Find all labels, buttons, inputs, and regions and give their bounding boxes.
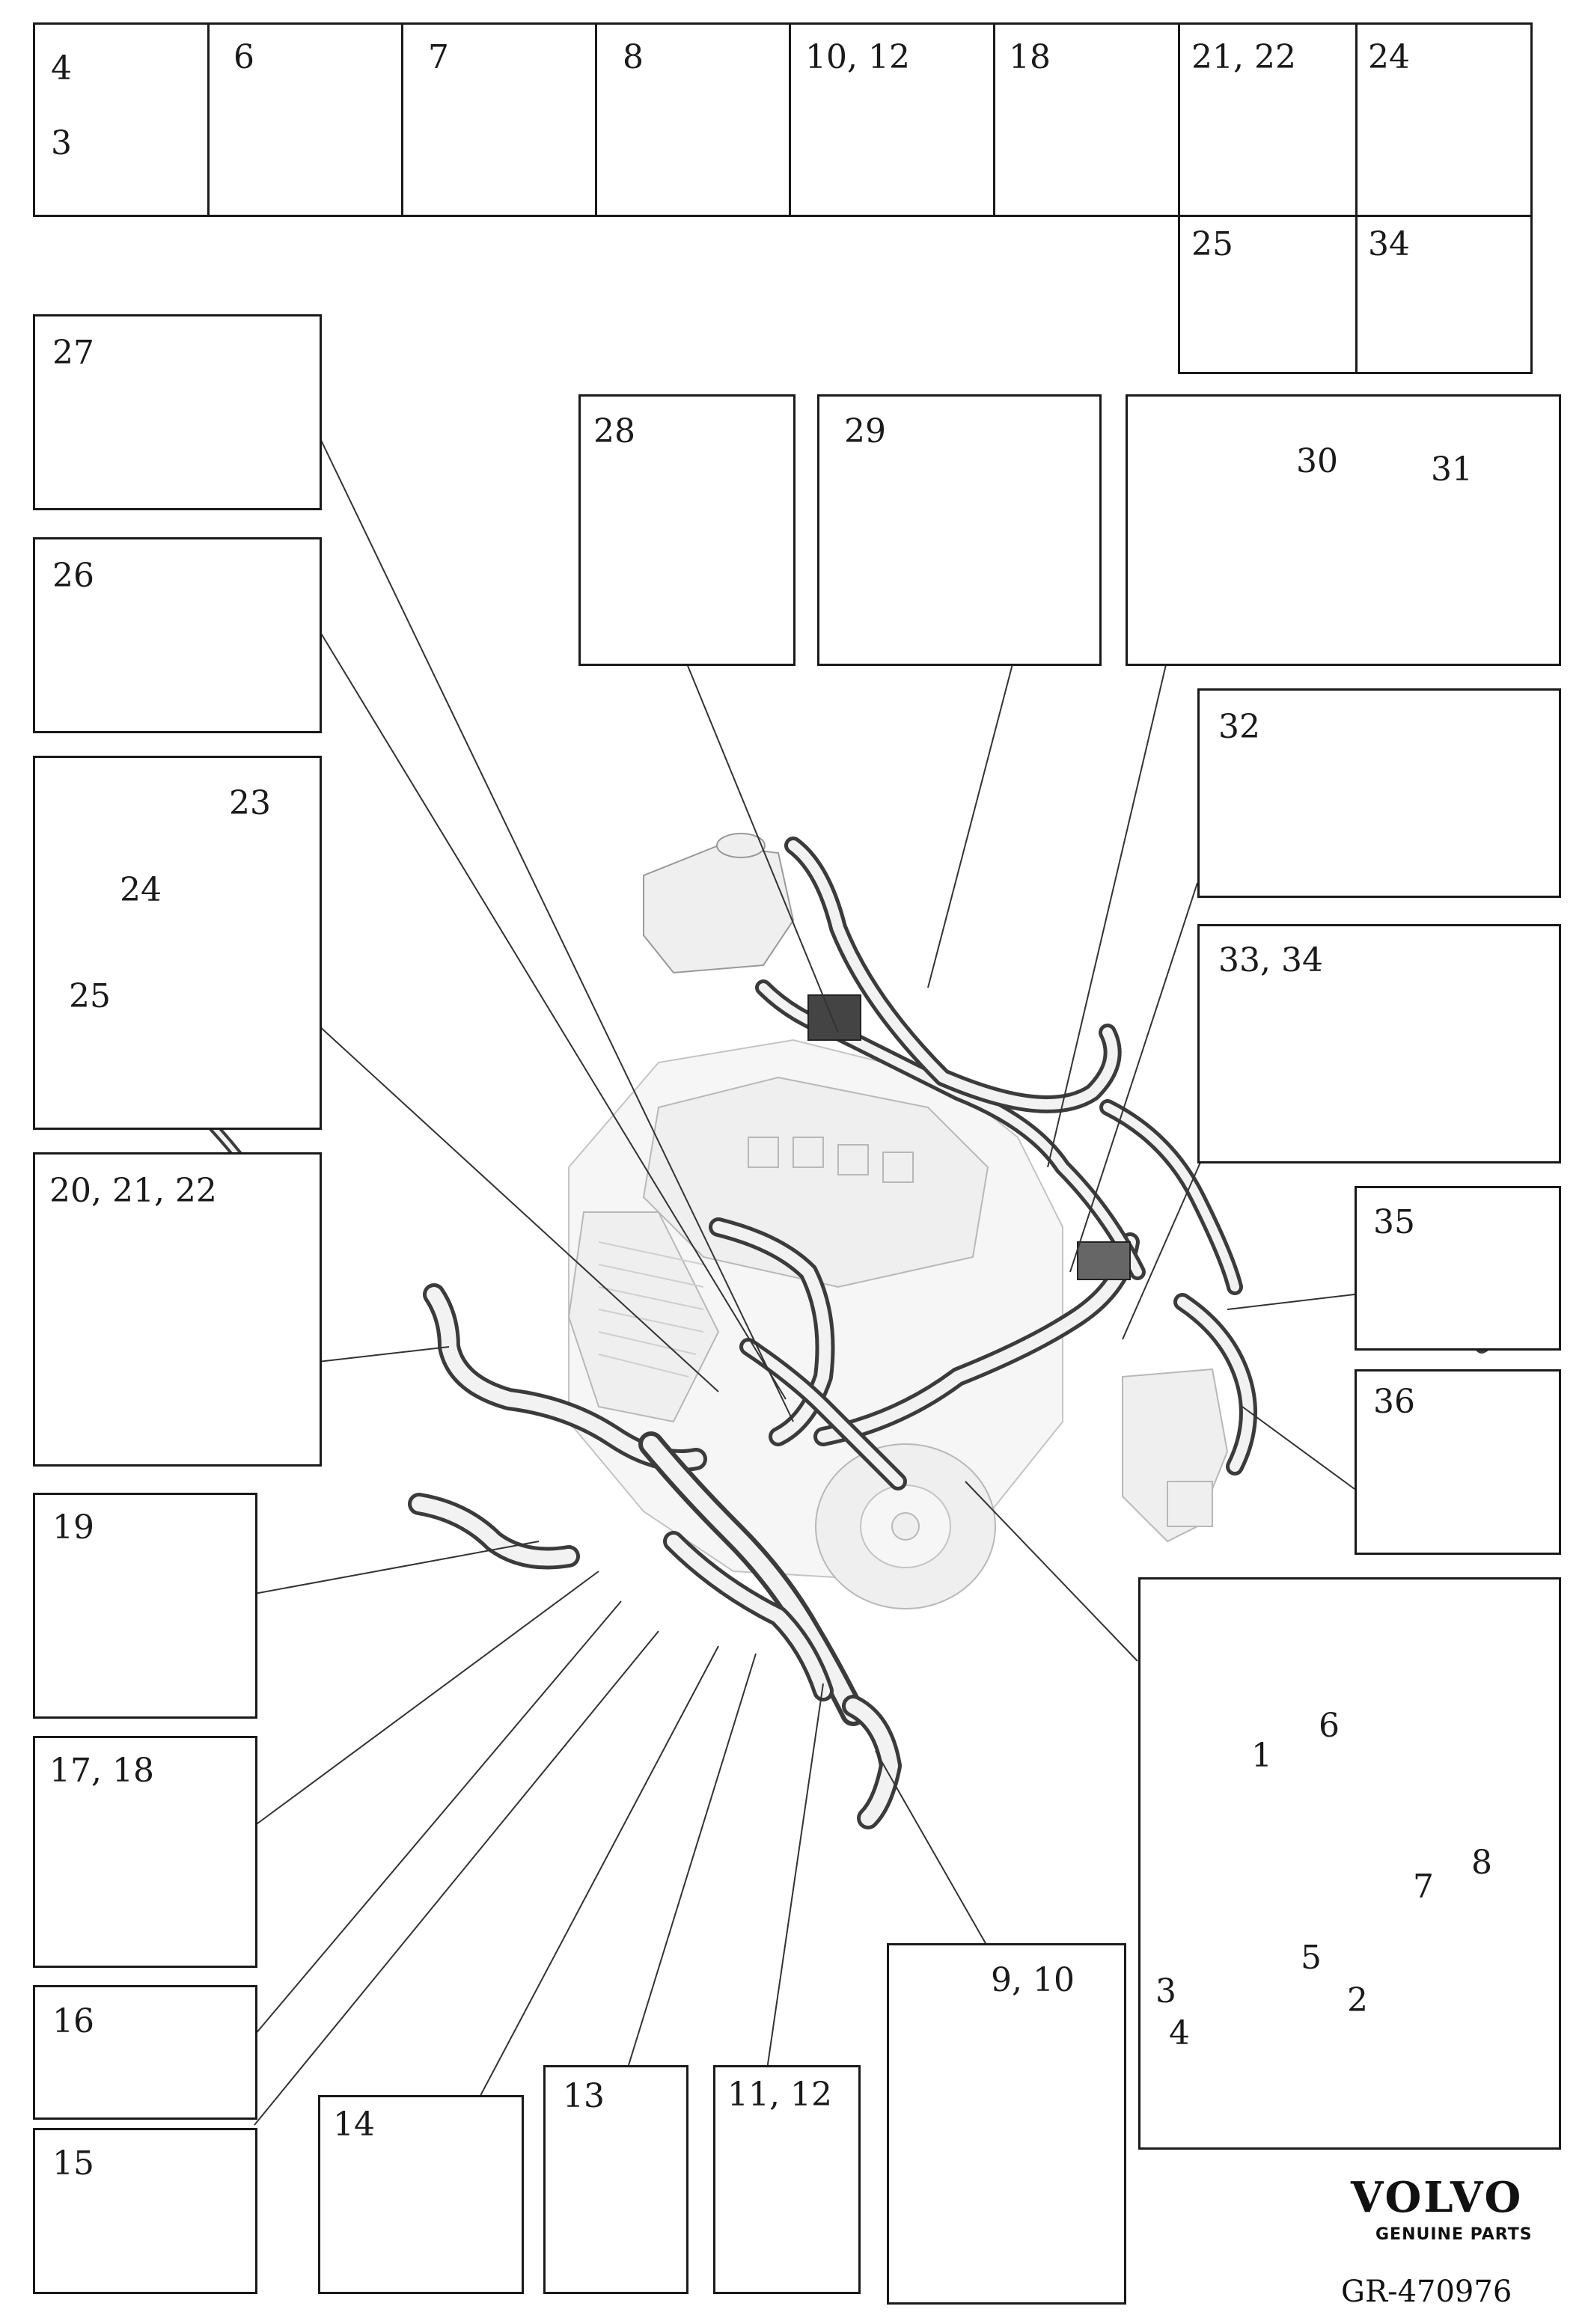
label-part-31: 31 xyxy=(1431,450,1473,489)
box-20-22 xyxy=(33,1152,322,1467)
document-id: GR-470976 xyxy=(1341,2275,1512,2309)
box-19 xyxy=(33,1493,257,1719)
label-part-28: 28 xyxy=(593,412,635,450)
label-part-25-sub: 25 xyxy=(69,977,111,1015)
label-part-4: 4 xyxy=(51,49,72,88)
label-part-11-12: 11, 12 xyxy=(727,2076,832,2114)
box-16 xyxy=(33,1985,257,2120)
box-8 xyxy=(595,22,791,217)
label-part-3: 3 xyxy=(51,124,72,162)
label-part-30: 30 xyxy=(1296,442,1338,480)
label-part-29: 29 xyxy=(844,412,886,450)
label-part-27: 27 xyxy=(52,334,94,372)
box-33-34 xyxy=(1197,924,1561,1163)
label-part-15: 15 xyxy=(52,2144,94,2183)
label-assy-6: 6 xyxy=(1319,1707,1340,1745)
leader-lines xyxy=(254,433,1355,2156)
box-30-31 xyxy=(1126,394,1561,666)
label-assy-4: 4 xyxy=(1169,2014,1190,2052)
label-part-20-21-22: 20, 21, 22 xyxy=(49,1172,217,1210)
label-part-21-22: 21, 22 xyxy=(1191,38,1296,76)
box-18 xyxy=(993,22,1180,217)
box-36 xyxy=(1355,1369,1561,1555)
label-assy-1: 1 xyxy=(1251,1737,1272,1775)
box-35 xyxy=(1355,1186,1561,1351)
box-26 xyxy=(33,537,322,733)
brand-subtitle: GENUINE PARTS xyxy=(1375,2225,1533,2244)
label-part-7: 7 xyxy=(428,38,449,76)
box-9-10 xyxy=(887,1943,1126,2305)
box-17-18 xyxy=(33,1736,257,1968)
label-part-18: 18 xyxy=(1009,38,1051,76)
label-part-24: 24 xyxy=(1368,38,1410,76)
box-13 xyxy=(543,2065,688,2294)
label-assy-8: 8 xyxy=(1471,1844,1492,1882)
expansion-tank xyxy=(643,833,795,974)
label-part-6: 6 xyxy=(233,38,254,76)
label-part-34: 34 xyxy=(1368,225,1410,263)
label-part-33-34: 33, 34 xyxy=(1218,941,1323,979)
label-part-19: 19 xyxy=(52,1508,94,1547)
label-part-17-18: 17, 18 xyxy=(49,1752,154,1790)
box-34 xyxy=(1355,215,1533,374)
label-assy-3: 3 xyxy=(1155,1972,1176,2010)
box-1-8 xyxy=(1138,1577,1561,2150)
box-21-22 xyxy=(1178,22,1358,217)
label-assy-2: 2 xyxy=(1347,1981,1368,2019)
label-part-36: 36 xyxy=(1373,1383,1415,1421)
label-part-35: 35 xyxy=(1373,1203,1415,1241)
label-part-25: 25 xyxy=(1191,225,1233,263)
label-part-14: 14 xyxy=(333,2106,375,2144)
label-part-9-10: 9, 10 xyxy=(991,1961,1075,1999)
label-part-8: 8 xyxy=(623,38,644,76)
label-part-26: 26 xyxy=(52,557,94,595)
box-32 xyxy=(1197,688,1561,898)
label-part-23: 23 xyxy=(229,784,271,822)
label-part-24-sub: 24 xyxy=(120,871,162,909)
label-assy-7: 7 xyxy=(1413,1868,1434,1906)
box-6 xyxy=(207,22,403,217)
box-3-4 xyxy=(33,22,210,217)
box-28 xyxy=(578,394,796,666)
box-27 xyxy=(33,314,322,510)
box-29 xyxy=(817,394,1102,666)
label-part-10-12: 10, 12 xyxy=(805,38,910,76)
label-assy-5: 5 xyxy=(1301,1939,1322,1977)
box-15 xyxy=(33,2128,257,2294)
brand-logo: VOLVO xyxy=(1351,2173,1524,2222)
box-23-25 xyxy=(33,756,322,1130)
label-part-13: 13 xyxy=(563,2077,605,2115)
box-10-12 xyxy=(789,22,995,217)
label-part-32: 32 xyxy=(1218,708,1260,746)
engine-hoses xyxy=(408,837,1257,1829)
box-25 xyxy=(1178,215,1358,374)
box-14 xyxy=(318,2095,524,2294)
box-11-12 xyxy=(713,2065,861,2294)
label-part-16: 16 xyxy=(52,2002,94,2040)
